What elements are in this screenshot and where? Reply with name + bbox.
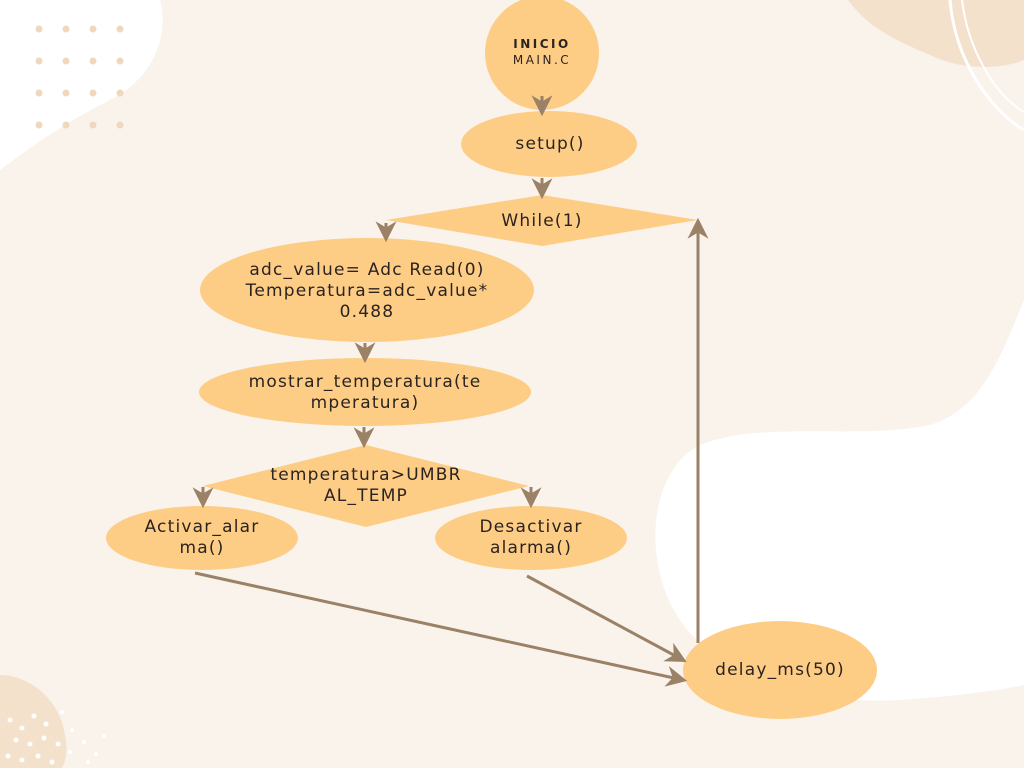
node-show: [199, 358, 531, 426]
node-start: [485, 0, 599, 110]
flow-nodes: [106, 0, 877, 719]
dot-grid-top-left: [35, 25, 124, 129]
node-start-label: INICIO MAIN.C: [490, 28, 594, 76]
start-subtitle: MAIN.C: [512, 53, 572, 67]
dot-cluster-bottom-left: [5, 710, 106, 765]
node-condition-label: temperatura>UMBR AL_TEMP: [270, 465, 462, 506]
node-setup-label: setup(): [515, 133, 585, 154]
node-loop-diamond: [386, 195, 698, 246]
arrow-alarm-on-to-delay: [194, 571, 688, 687]
node-setup: [461, 111, 637, 177]
node-show-label: mostrar_temperatura(te mperatura): [248, 372, 482, 413]
white-arc-top-right-2: [961, 0, 1024, 113]
node-read-label: adc_value= Adc Read(0) Temperatura=adc_v…: [245, 259, 489, 322]
node-alarm-off-label: Desactivar alarma(): [479, 517, 583, 558]
node-alarm-on: [106, 506, 298, 570]
node-delay: [683, 621, 877, 719]
start-title: INICIO: [513, 37, 571, 51]
node-alarm-off: [435, 506, 627, 570]
node-loop-label: While(1): [501, 210, 583, 231]
node-condition-diamond: [203, 445, 529, 527]
node-alarm-on-label: Activar_alar ma(): [144, 517, 260, 558]
peach-blob-bottom-left: [0, 675, 67, 768]
arrow-alarm-off-to-delay: [526, 574, 687, 662]
flow-arrows: [192, 95, 709, 687]
white-arc-top-right: [948, 0, 1024, 132]
node-delay-label: delay_ms(50): [715, 659, 845, 680]
white-blob-top-left: [0, 0, 163, 170]
white-blob-right: [655, 300, 1024, 701]
peach-blob-top-right: [848, 0, 1024, 67]
node-read: [200, 238, 534, 342]
